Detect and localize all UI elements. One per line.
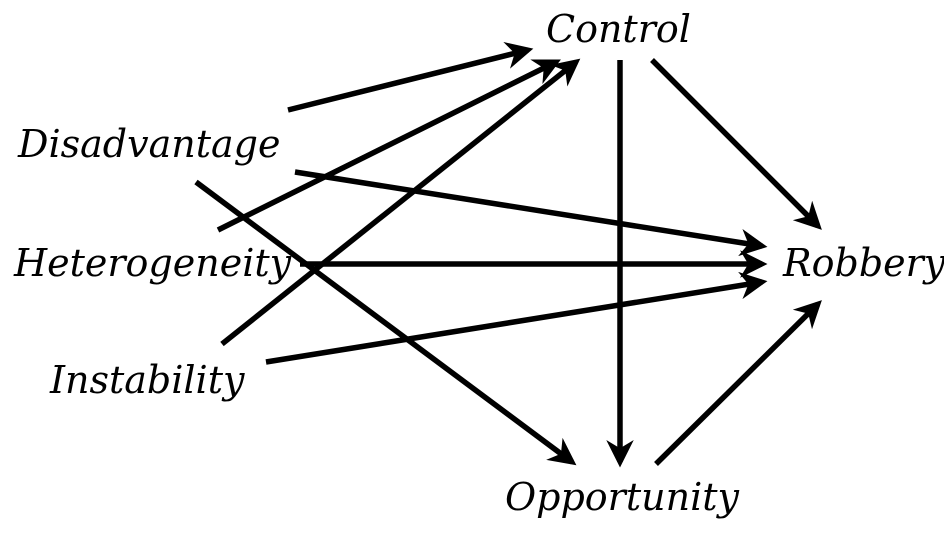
arrow-control-to-robbery (650, 58, 822, 230)
node-disadvantage: Disadvantage (18, 122, 281, 166)
arrow-heterogeneity-to-control (216, 59, 561, 233)
node-instability: Instability (50, 358, 245, 402)
node-opportunity: Opportunity (505, 475, 739, 519)
node-heterogeneity: Heterogeneity (14, 241, 292, 285)
node-robbery: Robbery (783, 241, 944, 285)
arrow-opportunity-to-robbery (654, 300, 822, 466)
node-control: Control (546, 7, 691, 51)
arrow-instability-to-robbery (265, 271, 768, 365)
arrow-disadvantage-to-control (287, 41, 534, 113)
arrow-disadvantage-to-opportunity (194, 179, 577, 466)
arrow-disadvantage-to-robbery (294, 169, 768, 257)
arrow-instability-to-control (220, 58, 581, 347)
